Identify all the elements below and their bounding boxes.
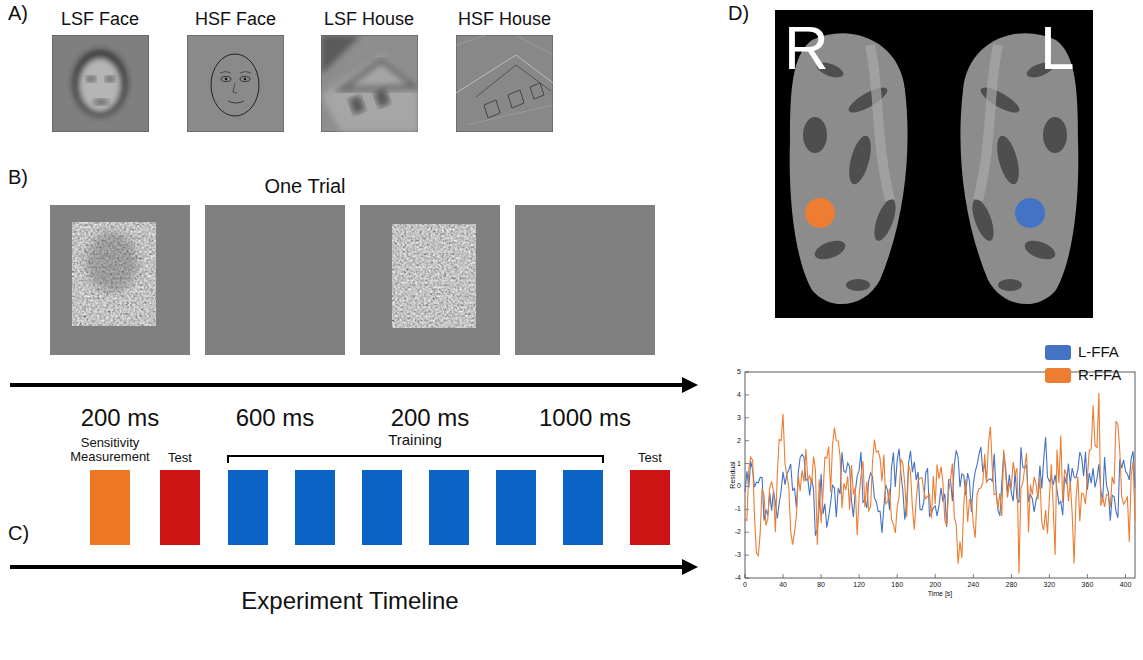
- axis-label: 160: [891, 581, 903, 589]
- panel-text: A): [8, 2, 28, 24]
- axis-label: 120: [853, 581, 865, 589]
- node-title: Sensitivity Measurement: [62, 436, 158, 465]
- panel-text: D): [728, 2, 749, 24]
- panel-text: Training: [388, 432, 442, 449]
- axis-label: 240: [967, 581, 979, 589]
- legend-swatch: [1045, 368, 1071, 383]
- axis-label: -4: [735, 574, 741, 582]
- stimulus-image: HSF Face: [187, 35, 284, 132]
- axis-label: -1: [735, 505, 741, 513]
- axis-label: 360: [1082, 581, 1094, 589]
- stimulus-art: [187, 35, 284, 132]
- stimulus-art: [321, 35, 418, 132]
- axis-label: 0: [743, 581, 747, 589]
- axis-label: 4: [737, 391, 741, 399]
- panel-text: One Trial: [264, 175, 345, 197]
- training-bracket: [228, 456, 603, 463]
- node-title: HSF Face: [195, 10, 276, 30]
- axis-label: -2: [735, 528, 741, 536]
- axis-label: 0: [737, 483, 741, 491]
- stimulus-art: [456, 35, 553, 132]
- panel-text: B): [8, 166, 28, 188]
- brain-image: [775, 10, 1093, 318]
- axis-label: 80: [817, 581, 825, 589]
- legend-text: R-FFA: [1078, 367, 1121, 384]
- axis-label: -3: [735, 551, 741, 559]
- stimulus-art: [52, 35, 149, 132]
- chart-axes: [745, 372, 1135, 578]
- axis-label: 5: [737, 368, 741, 376]
- panel-text: Experiment Timeline: [241, 588, 458, 614]
- node-title-text: Sensitivity Measurement: [62, 436, 158, 465]
- chart-lines: [745, 372, 1135, 578]
- hemisphere-letter: R: [784, 14, 829, 82]
- stimulus-image: LSF House: [321, 35, 418, 132]
- phase-bar: Test: [160, 470, 200, 545]
- axis-label: 280: [1005, 581, 1017, 589]
- axis-label: 320: [1044, 581, 1056, 589]
- time-arrow: [10, 377, 698, 393]
- stimulus-image: HSF House: [456, 35, 553, 132]
- axis-label: 1: [737, 460, 741, 468]
- node-title: Test: [638, 451, 662, 465]
- node-title: LSF House: [324, 10, 414, 30]
- phase-bar: Sensitivity Measurement: [90, 470, 130, 545]
- node-title-text: LSF House: [324, 10, 414, 30]
- trial-frames: [50, 205, 655, 355]
- node-title-text: Test: [168, 451, 192, 465]
- hemisphere-letter: L: [1040, 14, 1074, 82]
- node-title: LSF Face: [61, 10, 139, 30]
- node-title-text: LSF Face: [61, 10, 139, 30]
- stimulus-image: LSF Face: [52, 35, 149, 132]
- node-title: HSF House: [458, 10, 551, 30]
- panel-text: 600 ms: [236, 405, 315, 431]
- node-title-text: HSF House: [458, 10, 551, 30]
- phase-bar: Test: [630, 470, 670, 545]
- panel-text: 200 ms: [391, 405, 470, 431]
- axis-label: 40: [779, 581, 787, 589]
- panel-text: 1000 ms: [539, 405, 631, 431]
- timeline-arrow: [10, 559, 698, 575]
- node-title-text: Test: [638, 451, 662, 465]
- axis-label: Residual: [729, 461, 737, 488]
- axis-label: Time [s]: [928, 590, 953, 598]
- panel-text: 200 ms: [81, 405, 160, 431]
- training-bars: [228, 470, 603, 545]
- axis-label: 2: [737, 437, 741, 445]
- panel-text: C): [8, 522, 29, 544]
- legend-text: L-FFA: [1078, 344, 1119, 361]
- axis-label: 3: [737, 414, 741, 422]
- legend-swatch: [1045, 345, 1071, 360]
- node-title-text: HSF Face: [195, 10, 276, 30]
- axis-label: 200: [929, 581, 941, 589]
- node-title: Test: [168, 451, 192, 465]
- axis-label: 400: [1120, 581, 1132, 589]
